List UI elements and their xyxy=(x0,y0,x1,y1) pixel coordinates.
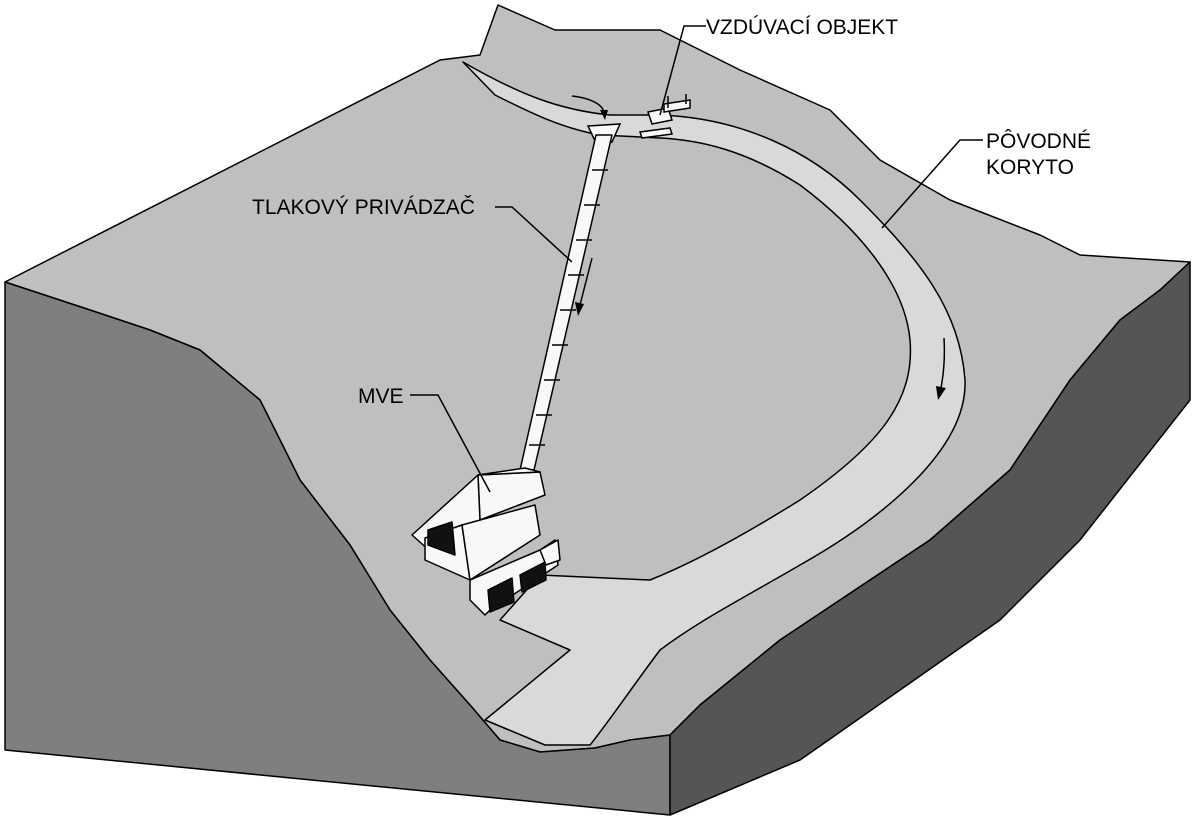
river-flow-arrowhead xyxy=(936,386,946,400)
power-plant-label: MVE xyxy=(358,385,404,408)
original-bed-leader xyxy=(881,139,983,229)
penstock-flow-arrowhead xyxy=(575,302,584,316)
original-bed-label-line2: KORYTO xyxy=(986,156,1074,179)
penstock-label: TLAKOVÝ PRIVÁDZAČ xyxy=(252,196,475,219)
penstock-pipe xyxy=(519,134,613,471)
intake-flow-arrow xyxy=(571,95,605,113)
power-plant-building xyxy=(411,467,561,616)
power-plant-leader xyxy=(410,394,491,493)
terrain-right-face xyxy=(669,261,1191,816)
intake-flow-arrowhead xyxy=(600,110,608,120)
weir-label: VZDÚVACÍ OBJEKT xyxy=(706,16,898,39)
original-bed-label-line1: PÔVODNÉ xyxy=(986,130,1091,153)
weir-leader xyxy=(659,25,706,116)
original-riverbed xyxy=(462,61,966,746)
river-flow-arrow xyxy=(940,337,946,389)
leader-lines xyxy=(410,25,983,493)
penstock-leader xyxy=(495,206,573,263)
weir-structure xyxy=(639,94,691,139)
penstock-flow-arrow xyxy=(579,257,593,306)
